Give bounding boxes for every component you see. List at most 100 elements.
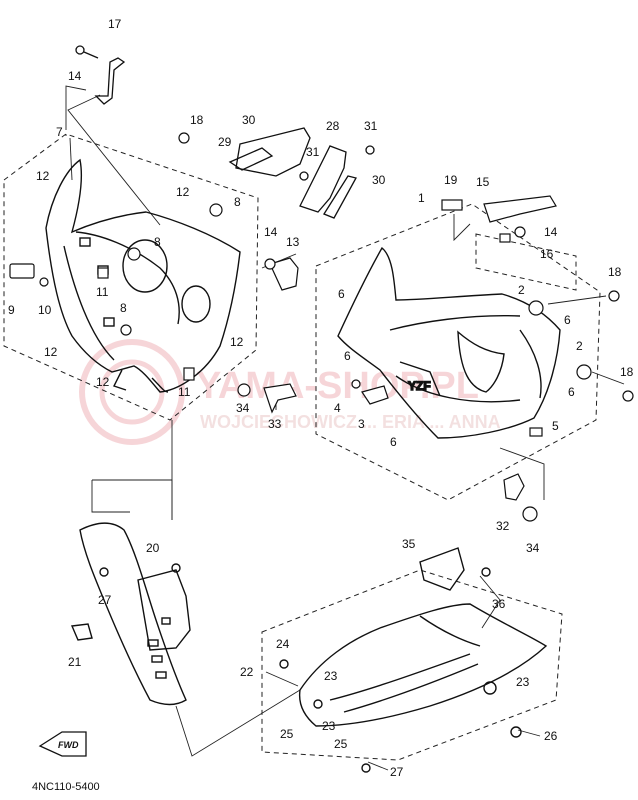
leader-27b (367, 761, 389, 771)
right-fairing-group-box (315, 203, 601, 501)
leader-19-15 (453, 214, 471, 242)
under-cowl-22 (279, 547, 548, 773)
stay-30b (323, 175, 357, 219)
callout-25: 25 (280, 727, 294, 741)
nut-34a (237, 383, 251, 397)
callout-30: 30 (242, 113, 256, 127)
watermark-logo-ring (79, 339, 185, 445)
grommet-3 (361, 385, 389, 405)
leader-17 (67, 94, 161, 226)
callout-6: 6 (564, 313, 571, 327)
callout-17: 17 (108, 17, 122, 31)
callout-31: 31 (364, 119, 378, 133)
callout-27: 27 (98, 593, 112, 607)
fwd-arrow-icon: FWD (38, 731, 87, 757)
leader-26 (517, 729, 541, 737)
callout-10: 10 (38, 303, 52, 317)
nut-2a (528, 300, 544, 316)
callout-6: 6 (344, 349, 351, 363)
callout-6: 6 (390, 435, 397, 449)
nut-34b (522, 506, 538, 522)
callout-7: 7 (56, 125, 63, 139)
callout-14: 14 (68, 69, 82, 83)
callout-11: 11 (178, 385, 191, 399)
callout-16: 16 (540, 247, 554, 261)
callout-29: 29 (218, 135, 232, 149)
callout-9: 9 (8, 303, 15, 317)
callout-13: 13 (286, 235, 300, 249)
callout-2: 2 (518, 283, 525, 297)
callout-5: 5 (552, 419, 559, 433)
bracket-13 (269, 257, 299, 291)
callout-18: 18 (608, 265, 622, 279)
callout-6: 6 (338, 287, 345, 301)
leader-top-box (65, 85, 87, 130)
callout-2: 2 (576, 339, 583, 353)
grommet-19 (441, 199, 463, 211)
callout-12: 12 (44, 345, 58, 359)
screw-31a (365, 145, 375, 155)
callout-18: 18 (620, 365, 634, 379)
bracket-32 (503, 473, 525, 501)
screw-18c (622, 390, 634, 402)
leader-2b-18 (591, 371, 625, 385)
bracket-17 (75, 45, 126, 105)
left-side-fairing (45, 158, 241, 393)
callout-23: 23 (324, 669, 338, 683)
fwd-label: FWD (58, 740, 79, 750)
callout-4: 4 (334, 401, 341, 415)
callout-23: 23 (516, 675, 530, 689)
callout-33: 33 (268, 417, 282, 431)
under-cowl-group-box (261, 569, 563, 761)
callout-3: 3 (358, 417, 365, 431)
callout-25: 25 (334, 737, 348, 751)
callout-28: 28 (326, 119, 340, 133)
bolt-27b (361, 763, 371, 773)
fastener-21 (70, 623, 93, 641)
nut-5 (529, 427, 543, 437)
leader-22 (265, 671, 299, 687)
callout-21: 21 (68, 655, 82, 669)
callout-19: 19 (444, 173, 458, 187)
callout-34: 34 (236, 401, 250, 415)
grommet-9 (9, 263, 35, 279)
group-boxes (3, 133, 601, 761)
cover-29 (228, 147, 274, 171)
callout-36: 36 (492, 597, 506, 611)
screw-31b (299, 171, 309, 181)
clip-4 (351, 379, 361, 389)
watermark-sub-text: WOJCIECHOWICZ ... ERIA ... ANNA (200, 412, 501, 432)
callout-12: 12 (176, 185, 190, 199)
callout-30: 30 (372, 173, 386, 187)
part-code: 4NC110-5400 (32, 781, 100, 793)
leader-lower-left-box (91, 480, 130, 513)
leader-7 (69, 137, 73, 181)
center-top-parts (228, 127, 375, 219)
callout-12: 12 (96, 375, 110, 389)
callout-8: 8 (120, 301, 127, 315)
callout-35: 35 (402, 537, 416, 551)
inner-panel-20 (70, 522, 191, 706)
clip-23a (313, 699, 323, 709)
bolt-14b (264, 258, 276, 270)
leader-36 (479, 575, 501, 629)
callout-14: 14 (544, 225, 558, 239)
callout-22: 22 (240, 665, 254, 679)
left-small-parts (9, 132, 299, 414)
bolt-27a (99, 567, 109, 577)
clip-11b (183, 367, 195, 381)
bolt-8a (209, 203, 223, 217)
screw-18a (178, 132, 190, 144)
callout-18: 18 (190, 113, 204, 127)
callout-24: 24 (276, 637, 290, 651)
callout-11: 11 (96, 285, 109, 299)
callout-15: 15 (476, 175, 490, 189)
decal-letters: YZF (408, 379, 431, 393)
nut-2b (576, 364, 592, 380)
callout-12: 12 (230, 335, 244, 349)
callout-6: 6 (568, 385, 575, 399)
nut-10 (39, 277, 49, 287)
leader-right-group (499, 447, 545, 500)
